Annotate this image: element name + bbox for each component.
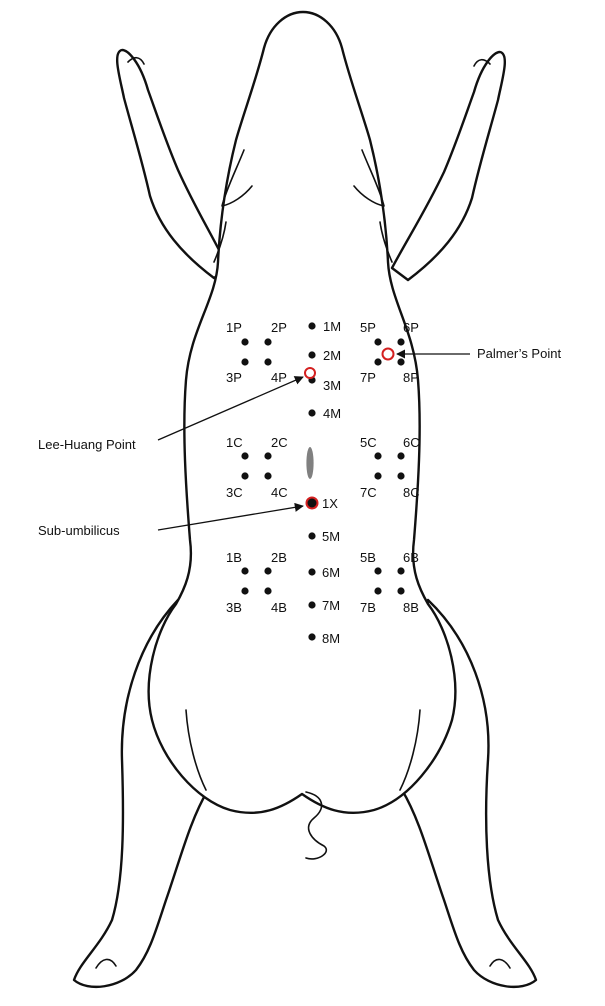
point-label-3p: 3P [226,370,242,385]
point-label-8p: 8P [403,370,419,385]
point-dot-4c [264,472,271,479]
point-dot-6b [397,567,404,574]
point-dot-2b [264,567,271,574]
point-label-2b: 2B [271,550,287,565]
point-label-4b: 4B [271,600,287,615]
pig-body-outline [74,12,536,987]
point-dot-6c [397,452,404,459]
point-label-2m: 2M [323,348,341,363]
point-label-6b: 6B [403,550,419,565]
point-dot-6m [308,568,315,575]
point-label-6c: 6C [403,435,420,450]
point-label-7p: 7P [360,370,376,385]
point-label-2p: 2P [271,320,287,335]
point-dot-8m [308,633,315,640]
palmer-point-marker [383,349,394,360]
point-label-1p: 1P [226,320,242,335]
point-dot-1p [241,338,248,345]
pig-torso [149,12,456,813]
umbilicus-mark [306,447,313,479]
point-label-8m: 8M [322,631,340,646]
point-label-6p: 6P [403,320,419,335]
point-label-7b: 7B [360,600,376,615]
point-label-4c: 4C [271,485,288,500]
right-front-leg [392,52,505,280]
point-dot-5m [308,532,315,539]
point-label-1m: 1M [323,319,341,334]
point-label-6m: 6M [322,565,340,580]
point-dot-3p [241,358,248,365]
point-dot-1m [308,322,315,329]
sub-umbilicus-label: Sub-umbilicus [38,523,120,538]
point-dot-2p [264,338,271,345]
point-dot-4m [308,409,315,416]
point-label-3c: 3C [226,485,243,500]
point-label-4p: 4P [271,370,287,385]
point-label-3m: 3M [323,378,341,393]
point-label-4m: 4M [323,406,341,421]
point-label-7m: 7M [322,598,340,613]
point-label-5p: 5P [360,320,376,335]
point-dot-4p [264,358,271,365]
point-label-8b: 8B [403,600,419,615]
lee-huang-point-label: Lee-Huang Point [38,437,136,452]
point-dot-7c [374,472,381,479]
point-label-3b: 3B [226,600,242,615]
point-dot-7b [374,587,381,594]
point-dot-8b [397,587,404,594]
point-dot-5p [374,338,381,345]
left-front-leg [117,50,228,278]
point-dot-2m [308,351,315,358]
point-label-5c: 5C [360,435,377,450]
point-label-5b: 5B [360,550,376,565]
point-label-2c: 2C [271,435,288,450]
point-label-8c: 8C [403,485,420,500]
point-label-1x: 1X [322,496,338,511]
point-label-5m: 5M [322,529,340,544]
point-label-1b: 1B [226,550,242,565]
point-dot-3b [241,587,248,594]
point-dot-6p [397,338,404,345]
point-dot-4b [264,587,271,594]
point-dot-8p [397,358,404,365]
palmer-point-label: Palmer’s Point [477,346,561,361]
point-dot-5c [374,452,381,459]
point-dot-7p [374,358,381,365]
point-label-1c: 1C [226,435,243,450]
point-dot-2c [264,452,271,459]
lee-huang-point-marker [305,368,315,378]
point-dot-5b [374,567,381,574]
sub-umbilicus-marker [307,498,318,509]
point-dot-1b [241,567,248,574]
point-dot-7m [308,601,315,608]
point-label-7c: 7C [360,485,377,500]
point-dot-8c [397,472,404,479]
point-dot-1c [241,452,248,459]
point-dot-3c [241,472,248,479]
